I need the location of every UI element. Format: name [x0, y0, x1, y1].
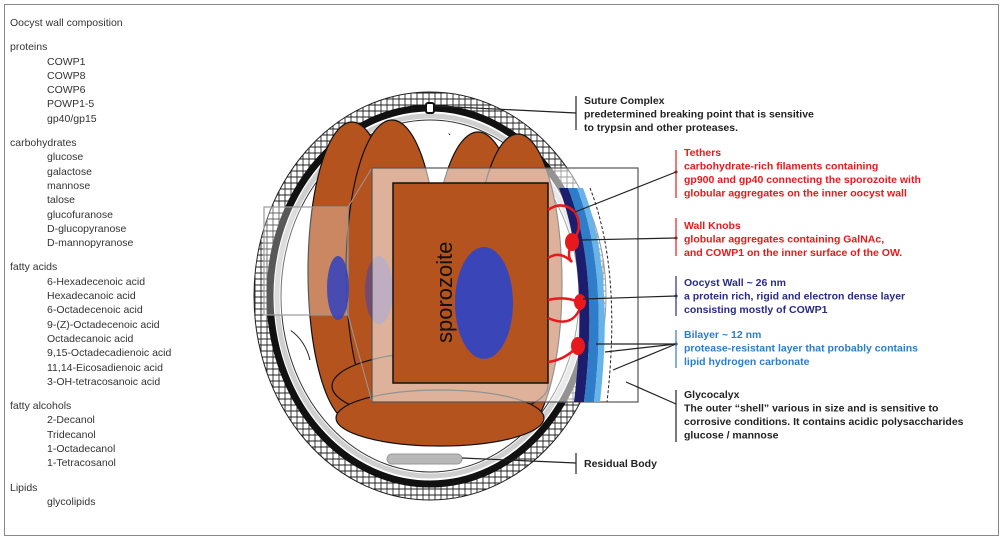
annotation-bilayer: Bilayer ~ 12 nm protease-resistant layer … — [684, 329, 918, 368]
annotation-line: and COWP1 on the inner surface of the OW… — [684, 247, 902, 259]
annotation-line: glucose / mannose — [684, 430, 779, 442]
annotation-line: The outer “shell” various in size and is… — [684, 403, 938, 415]
annotation-title: Suture Complex — [584, 95, 665, 107]
annotation-title: Bilayer ~ 12 nm — [684, 329, 761, 341]
annotation-tethers: Tethers carbohydrate-rich filaments conta… — [684, 147, 921, 200]
annotation-residual-body: Residual Body — [584, 458, 657, 470]
annotation-line: to trypsin and other proteases. — [584, 122, 738, 134]
sporozoite-label: sporozoite — [432, 241, 457, 343]
annotation-suture-complex: Suture Complex predetermined breaking poi… — [584, 95, 814, 134]
annotation-line: corrosive conditions. It contains acidic… — [684, 416, 964, 428]
nucleus-magnified — [455, 247, 513, 359]
annotation-title: Tethers — [684, 147, 721, 159]
annotation-title: Wall Knobs — [684, 220, 741, 232]
suture-complex — [426, 103, 434, 113]
annotation-line: globular aggregates containing GalNAc, — [684, 234, 884, 246]
nucleus-small-left — [327, 256, 349, 320]
annotation-title: Residual Body — [584, 458, 657, 470]
annotation-line: a protein rich, rigid and electron dense… — [684, 291, 905, 303]
residual-body — [387, 454, 462, 464]
annotation-line: carbohydrate-rich filaments containing — [684, 161, 878, 173]
annotation-title: Oocyst Wall ~ 26 nm — [684, 277, 786, 289]
annotation-wall-knobs: Wall Knobs globular aggregates containing… — [684, 220, 902, 259]
annotation-line: lipid hydrogen carbonate — [684, 356, 810, 368]
annotation-line: protease-resistant layer that probably c… — [684, 343, 918, 355]
annotation-line: gp900 and gp40 connecting the sporozoite… — [684, 174, 921, 186]
annotation-oocyst-wall: Oocyst Wall ~ 26 nm a protein rich, rigid… — [684, 277, 905, 316]
annotation-line: predetermined breaking point that is sen… — [584, 109, 814, 121]
annotation-line: consisting mostly of COWP1 — [684, 304, 828, 316]
annotation-title: Glycocalyx — [684, 389, 740, 401]
annotation-line: globular aggregates on the inner oocyst … — [684, 188, 907, 200]
